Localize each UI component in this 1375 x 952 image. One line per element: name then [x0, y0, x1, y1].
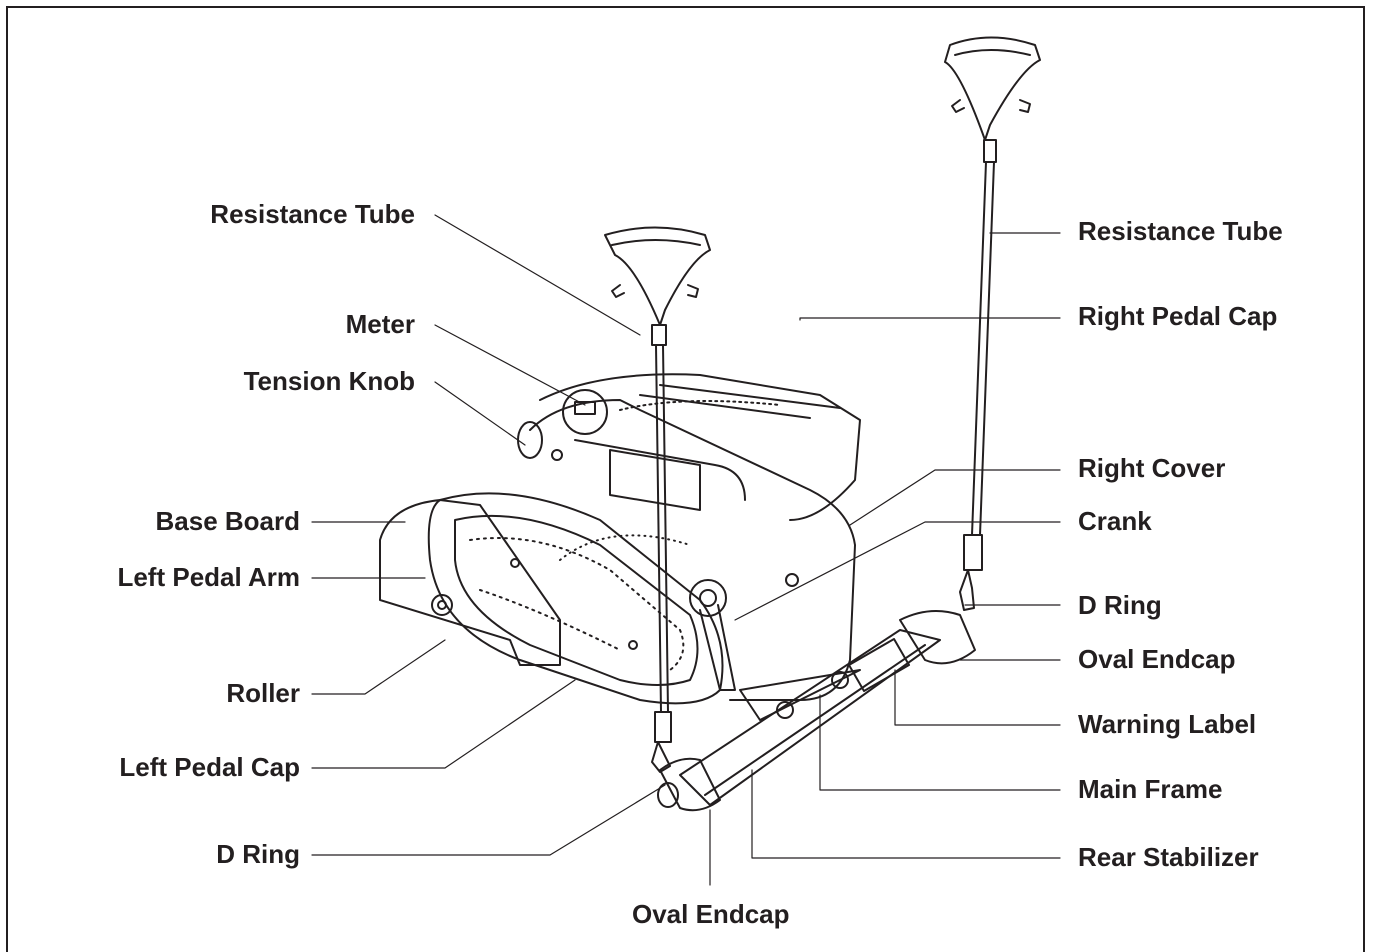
- leader-left-pedal-cap: [311, 679, 576, 769]
- main-body: [517, 373, 861, 701]
- label-right-cover: Right Cover: [1078, 453, 1226, 483]
- leader-meter: [434, 324, 586, 406]
- leader-roller: [311, 639, 446, 695]
- label-tension-knob: Tension Knob: [243, 366, 415, 396]
- leader-tension-knob: [434, 381, 526, 446]
- label-oval-endcap-right: Oval Endcap: [1078, 644, 1236, 674]
- leader-rear-stabilizer: [751, 769, 1061, 859]
- label-roller: Roller: [226, 678, 300, 708]
- leader-lines: [311, 214, 1061, 886]
- label-d-ring-right: D Ring: [1078, 590, 1162, 620]
- label-left-pedal-cap: Left Pedal Cap: [119, 752, 300, 782]
- label-oval-endcap-bottom: Oval Endcap: [632, 899, 790, 929]
- leader-right-cover: [849, 469, 1061, 526]
- leader-main-frame: [819, 694, 1061, 791]
- right-handle: [944, 36, 1041, 611]
- left-handle: [604, 226, 711, 773]
- left-pedal: [379, 492, 724, 705]
- label-left-pedal-arm: Left Pedal Arm: [117, 562, 300, 592]
- label-warning-label: Warning Label: [1078, 709, 1257, 739]
- label-right-pedal-cap: Right Pedal Cap: [1078, 301, 1278, 331]
- label-resistance-tube-left: Resistance Tube: [210, 199, 415, 229]
- leader-crank: [734, 521, 1061, 621]
- label-meter: Meter: [345, 309, 415, 339]
- label-rear-stabilizer: Rear Stabilizer: [1078, 842, 1259, 872]
- diagram-border: [6, 6, 1365, 952]
- label-crank: Crank: [1078, 506, 1152, 536]
- leader-resistance-tube-left: [434, 214, 641, 336]
- label-resistance-tube-right: Resistance Tube: [1078, 216, 1283, 246]
- leader-right-pedal-cap: [799, 317, 1061, 321]
- label-d-ring-left: D Ring: [216, 839, 300, 869]
- leader-d-ring-left: [311, 784, 666, 856]
- rear-stabilizer: [657, 610, 976, 812]
- leader-warning-label: [894, 669, 1061, 726]
- label-main-frame: Main Frame: [1078, 774, 1223, 804]
- label-base-board: Base Board: [155, 506, 301, 536]
